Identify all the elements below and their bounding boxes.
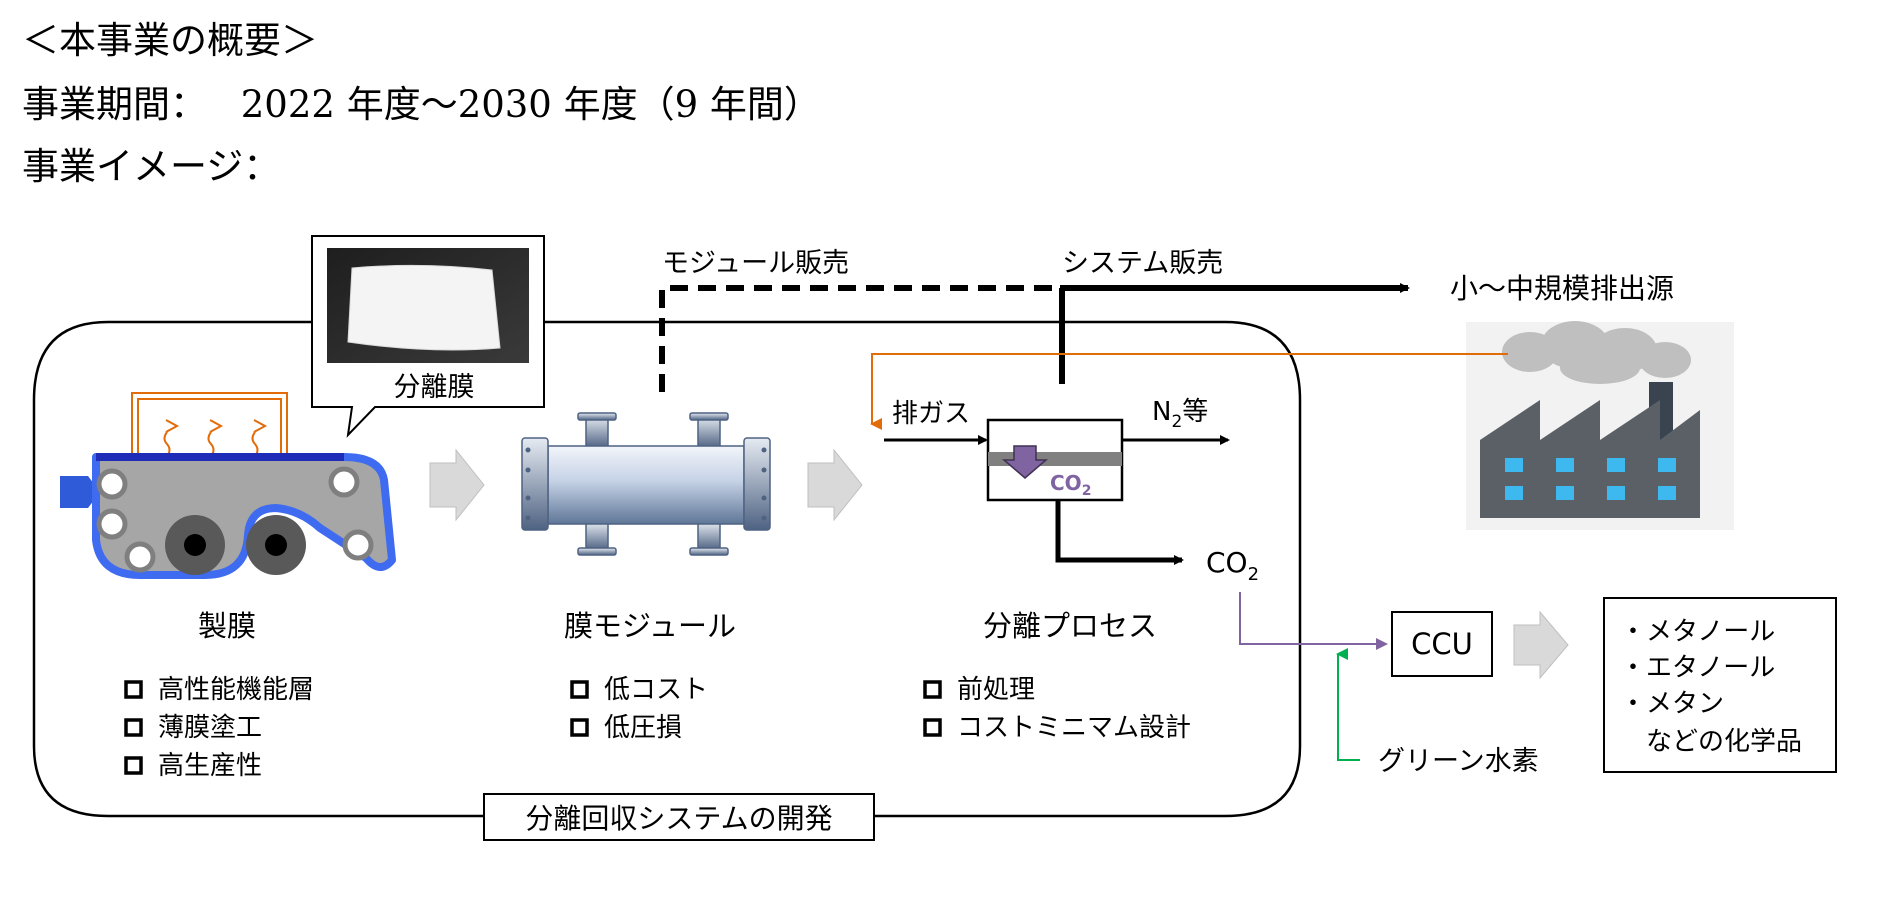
checkbox-icon bbox=[124, 756, 143, 775]
factory-building bbox=[1480, 400, 1700, 518]
development-label-box bbox=[483, 793, 875, 841]
products-box bbox=[1603, 597, 1837, 773]
period-label: 事業期間： bbox=[22, 83, 207, 126]
green-hydrogen-line bbox=[1336, 648, 1360, 761]
green-hydrogen-label: グリーン水素 bbox=[1378, 746, 1539, 777]
product-item: ・メタン bbox=[1620, 689, 1724, 719]
membrane-callout: 分離膜 bbox=[311, 235, 545, 438]
co2-outlet-arrow bbox=[1055, 500, 1184, 565]
stage-module-item: 低圧損 bbox=[604, 713, 682, 743]
stage-module-item: 低コスト bbox=[604, 675, 708, 705]
ccu-label: CCU bbox=[1411, 627, 1473, 661]
co2-permeate-arrow bbox=[1001, 445, 1049, 479]
factory-icon bbox=[1466, 321, 1734, 530]
co2-to-ccu-line bbox=[1239, 592, 1388, 650]
exhaust-flow-line bbox=[870, 353, 1508, 430]
separation-unit: 排ガス CO2 N2等 CO2 bbox=[884, 397, 1259, 585]
film-forming-machine bbox=[60, 392, 396, 579]
product-item: ・エタノール bbox=[1620, 653, 1775, 683]
flow-arrow-2 bbox=[807, 448, 863, 522]
feed-arrow-icon bbox=[60, 476, 100, 508]
project-period: 事業期間： 2022 年度～2030 年度（9 年間） bbox=[22, 74, 821, 128]
stage-module-title: 膜モジュール bbox=[564, 609, 736, 643]
period-value: 2022 年度～2030 年度（9 年間） bbox=[240, 83, 821, 126]
exhaust-gas-label: 排ガス bbox=[892, 399, 970, 429]
checkbox-icon bbox=[923, 680, 942, 699]
checkbox-icon bbox=[124, 718, 143, 737]
ccu-box bbox=[1391, 611, 1493, 677]
co2-outlet-label: CO2 bbox=[1206, 546, 1259, 585]
system-sales-label: システム販売 bbox=[1062, 248, 1223, 279]
membrane-sheet bbox=[347, 264, 501, 351]
flow-arrow-3 bbox=[1513, 610, 1569, 680]
module-sales-line bbox=[659, 285, 1060, 392]
module-sales-label: モジュール販売 bbox=[662, 248, 849, 279]
checkbox-icon bbox=[923, 718, 942, 737]
project-image-label: 事業イメージ： bbox=[22, 145, 281, 188]
stage-film-item: 薄膜塗工 bbox=[158, 713, 262, 743]
stage-film-title: 製膜 bbox=[198, 609, 256, 643]
product-item: ・メタノール bbox=[1620, 617, 1775, 647]
rollers bbox=[96, 466, 374, 573]
stage-film-item: 高生産性 bbox=[158, 751, 262, 781]
checkbox-icon bbox=[124, 680, 143, 699]
stage-film-item: 高性能機能層 bbox=[158, 675, 314, 705]
checkbox-icon bbox=[570, 680, 589, 699]
heat-wave-icon bbox=[163, 419, 268, 457]
emission-source-label: 小～中規模排出源 bbox=[1450, 272, 1674, 305]
n2-label: N2等 bbox=[1152, 397, 1208, 432]
stage-process-item: コストミニマム設計 bbox=[957, 713, 1191, 743]
membrane-callout-label: 分離膜 bbox=[394, 372, 475, 403]
stage-process-items: 前処理 コストミニマム設計 bbox=[923, 675, 1191, 743]
development-boundary bbox=[32, 320, 1302, 818]
membrane-module-icon bbox=[521, 412, 771, 556]
smoke-cloud bbox=[1502, 321, 1691, 384]
separator-co2-label: CO2 bbox=[1050, 471, 1091, 499]
development-label: 分離回収システムの開発 bbox=[525, 802, 832, 835]
stage-module-items: 低コスト 低圧損 bbox=[570, 675, 708, 743]
stage-process-title: 分離プロセス bbox=[983, 609, 1157, 643]
stage-process-item: 前処理 bbox=[957, 675, 1035, 705]
checkbox-icon bbox=[570, 718, 589, 737]
section-title: ＜本事業の概要＞ bbox=[22, 19, 318, 62]
product-item: などの化学品 bbox=[1646, 727, 1802, 757]
factory-windows bbox=[1505, 458, 1676, 500]
flow-arrow-1 bbox=[429, 448, 485, 522]
stage-film-items: 高性能機能層 薄膜塗工 高生産性 bbox=[124, 675, 314, 781]
